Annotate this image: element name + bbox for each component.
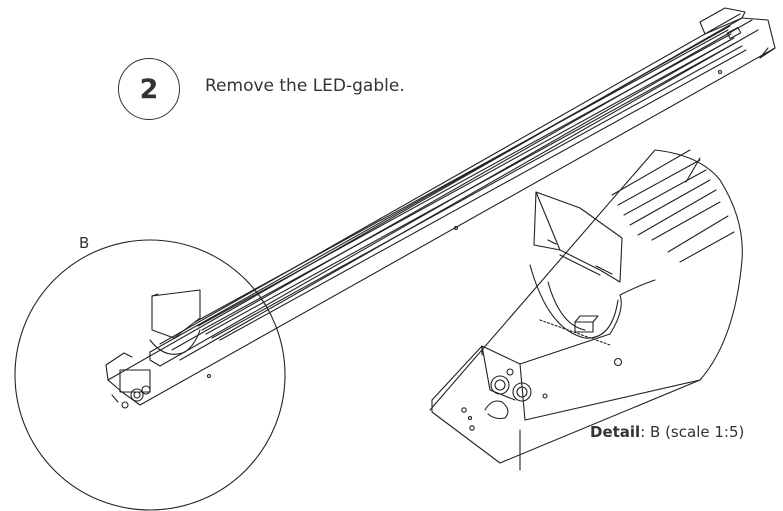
step-instruction: Remove the LED-gable. xyxy=(205,76,405,96)
detail-caption: Detail: B (scale 1:5) xyxy=(590,423,744,441)
detail-circle-b xyxy=(14,239,286,511)
detail-view-b xyxy=(429,149,743,471)
detail-marker-label: B xyxy=(79,234,90,252)
step-number-badge: 2 xyxy=(118,58,180,120)
step-number: 2 xyxy=(139,73,159,105)
detail-caption-label: Detail xyxy=(590,423,641,441)
detail-caption-scale: : B (scale 1:5) xyxy=(640,423,745,441)
luminaire-housing xyxy=(105,7,776,409)
